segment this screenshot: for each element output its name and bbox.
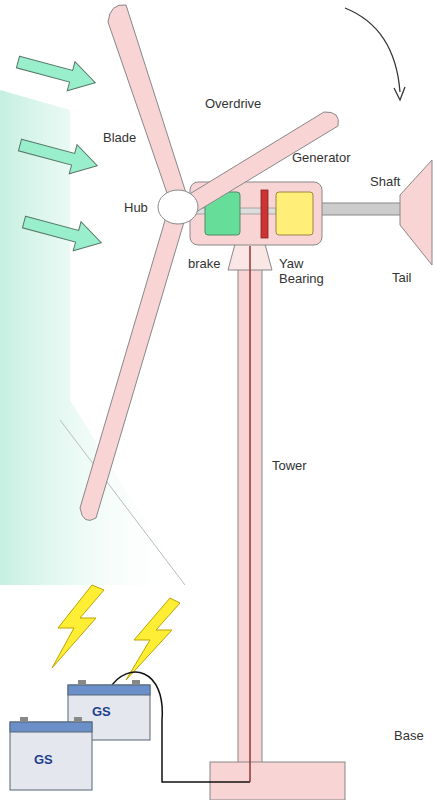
lightning-bolts (52, 585, 180, 680)
blade (108, 5, 186, 196)
part-label: Hub (124, 200, 148, 215)
wind-arrow (20, 208, 105, 258)
tail-vane (400, 160, 432, 265)
part-label: Base (394, 728, 424, 743)
battery (10, 717, 92, 790)
tail-shaft (318, 203, 402, 215)
part-label: Yaw Bearing (279, 256, 334, 286)
brake-disc (261, 190, 268, 238)
blade (80, 217, 184, 520)
part-label: Tower (272, 458, 307, 473)
battery-lid (68, 685, 150, 695)
part-label: Generator (292, 150, 351, 165)
rotation-arrowhead (394, 87, 405, 100)
part-label: brake (188, 256, 221, 271)
hub (158, 190, 198, 224)
band-edge (60, 420, 185, 585)
rotor-blades (80, 5, 338, 521)
battery-terminal (74, 717, 82, 722)
battery-terminal (132, 680, 140, 685)
battery-brand: GS (92, 704, 111, 719)
battery-terminal (20, 717, 28, 722)
part-label: Overdrive (205, 96, 261, 111)
part-label: Tail (392, 270, 412, 285)
base (210, 762, 345, 800)
tower-cable (249, 246, 251, 782)
battery-brand: GS (34, 752, 53, 767)
lightning-bolt (126, 598, 180, 680)
battery-case (10, 722, 92, 790)
wind-arrow (14, 48, 99, 98)
wind-arrow (16, 131, 101, 181)
part-label: Shaft (370, 174, 400, 189)
wind-arrows (14, 48, 105, 258)
rotation-arrow (345, 8, 400, 92)
battery-terminal (78, 680, 86, 685)
lightning-bolt (52, 585, 104, 668)
generator (276, 192, 313, 235)
part-label: Blade (103, 130, 136, 145)
battery-lid (10, 722, 92, 732)
